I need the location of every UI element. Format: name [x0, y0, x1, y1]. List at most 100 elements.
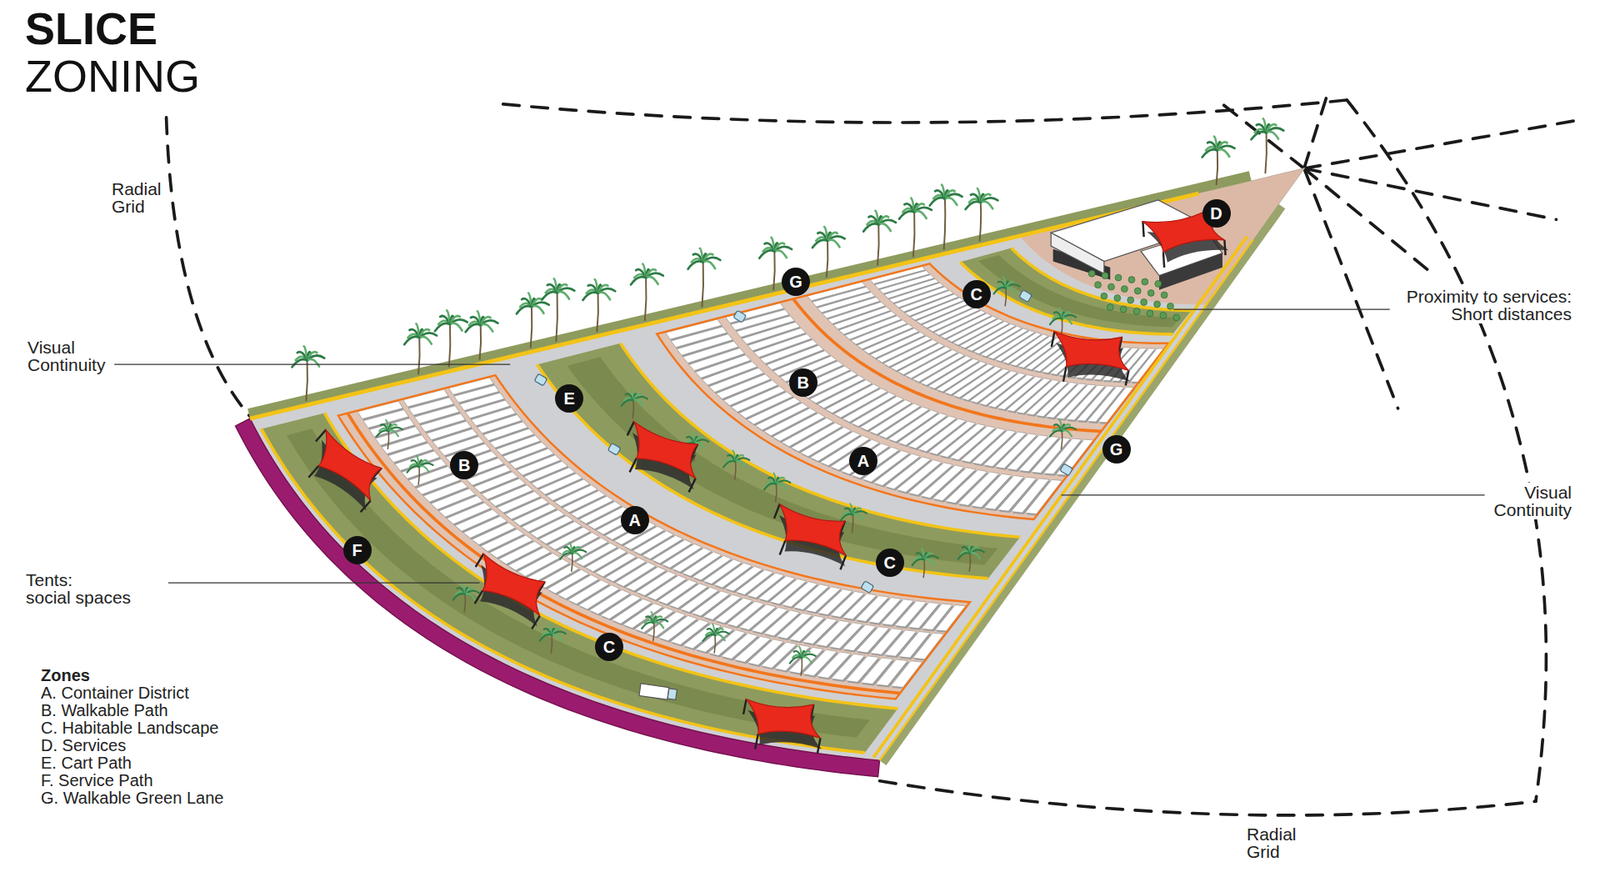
legend-entry: F. Service Path: [40, 771, 224, 790]
palm-frond: [551, 634, 562, 640]
tent-sail: [738, 687, 829, 750]
district-ground: [338, 375, 970, 699]
annotation-label: Tents: social spaces: [25, 570, 136, 606]
palm-trunk: [826, 240, 829, 278]
tent-sail: [766, 492, 860, 566]
legend-entry: C. Habitable Landscape: [40, 719, 224, 737]
garden-plant: [1100, 292, 1108, 300]
green-lane-edge: [250, 193, 1199, 419]
tent-pole: [839, 555, 847, 570]
callout-letter: D: [1210, 205, 1222, 222]
palm-frond: [735, 460, 746, 467]
slice-ground: [250, 168, 1305, 760]
palm-trunk: [632, 400, 634, 420]
callout-letter: A: [628, 511, 640, 529]
radial-grid-line: [1222, 104, 1305, 169]
palm-frond: [852, 514, 863, 520]
callout-circle: B: [789, 368, 818, 397]
callout-circle: C: [962, 280, 991, 309]
palm-frond: [958, 552, 970, 559]
label-text: Proximity to services: Short distances: [1406, 286, 1572, 324]
callout-circle: C: [595, 632, 624, 661]
palm-frond: [812, 240, 828, 248]
green-lane-edge: [880, 239, 1254, 760]
palm-frond: [970, 552, 980, 559]
tent-pole: [1125, 370, 1130, 386]
palm-frond: [801, 656, 812, 663]
radial-grid-line: [1346, 100, 1546, 801]
leader-line: [114, 364, 510, 365]
tent-canopy: [293, 420, 395, 523]
tent-pole: [687, 478, 696, 493]
palm-frond: [715, 634, 725, 640]
tent-pole: [530, 615, 541, 630]
palm-frond: [1050, 318, 1062, 325]
palm-trunk: [714, 635, 715, 654]
cart-icon: [1019, 290, 1033, 303]
tent-canopy: [734, 687, 832, 766]
palm-trunk: [1216, 150, 1219, 185]
palm-frond: [1050, 430, 1062, 436]
cart-icon: [607, 442, 621, 455]
leader-line: [1060, 494, 1485, 495]
palm-frond: [994, 287, 1006, 294]
garden-plant: [1147, 290, 1155, 297]
label-text: Visual Continuity: [27, 337, 105, 375]
palm-tree: [812, 226, 845, 278]
palm-frond: [1251, 131, 1267, 140]
palm-frond: [878, 223, 890, 231]
tent-sail: [618, 410, 711, 490]
palm-frond: [899, 210, 915, 219]
palm-frond: [540, 634, 552, 640]
palm-frond: [598, 292, 610, 300]
palm-trunk: [1265, 132, 1267, 174]
palm-tree: [291, 345, 325, 401]
palm-trunk: [530, 306, 533, 348]
callout-letter: F: [351, 541, 362, 559]
palm-frond: [453, 593, 465, 600]
tent-pole: [626, 421, 635, 436]
palm-trunk: [944, 198, 946, 250]
palm-frond: [776, 483, 787, 490]
palm-frond: [1266, 131, 1279, 140]
cart-icon: [733, 310, 747, 323]
palm-frond: [633, 399, 644, 405]
cart-icon: [1060, 463, 1074, 476]
palm-trunk: [735, 461, 736, 480]
garden-plant: [1115, 274, 1122, 281]
palm-tree: [541, 278, 575, 342]
radial-grid-line: [503, 100, 1348, 123]
palm-tree: [1050, 420, 1076, 450]
palm-frond: [1061, 317, 1072, 324]
palm-trunk: [555, 292, 558, 342]
palm-frond: [582, 292, 598, 300]
legend-entry: E. Cart Path: [40, 754, 224, 772]
palm-trunk: [923, 560, 925, 579]
palm-trunk: [913, 212, 915, 258]
palm-frond: [980, 201, 993, 210]
tent-pole: [475, 553, 485, 567]
palm-frond: [965, 201, 981, 210]
legend-entry: G. Walkable Green Lane: [40, 789, 224, 807]
garden-plant: [1160, 311, 1167, 319]
palm-frond: [531, 305, 544, 314]
tent-pole: [360, 500, 372, 512]
green-lane: [880, 204, 1286, 765]
palm-tree: [840, 503, 867, 533]
tent-pole: [307, 465, 320, 478]
palm-frond: [914, 210, 926, 219]
garden-plant: [1128, 276, 1135, 284]
palm-trunk: [653, 622, 655, 641]
tent-pole: [1163, 251, 1165, 267]
green-lane-edge: [873, 236, 1247, 758]
palm-frond: [307, 359, 320, 367]
palm-trunk: [775, 484, 777, 503]
tent-pole: [1050, 331, 1056, 347]
palm-frond: [840, 514, 853, 520]
palm-tree: [688, 248, 721, 308]
radial-grid: [166, 96, 1577, 815]
garden-plant: [1160, 291, 1168, 299]
annotation-label: Radial Grid: [111, 180, 179, 215]
